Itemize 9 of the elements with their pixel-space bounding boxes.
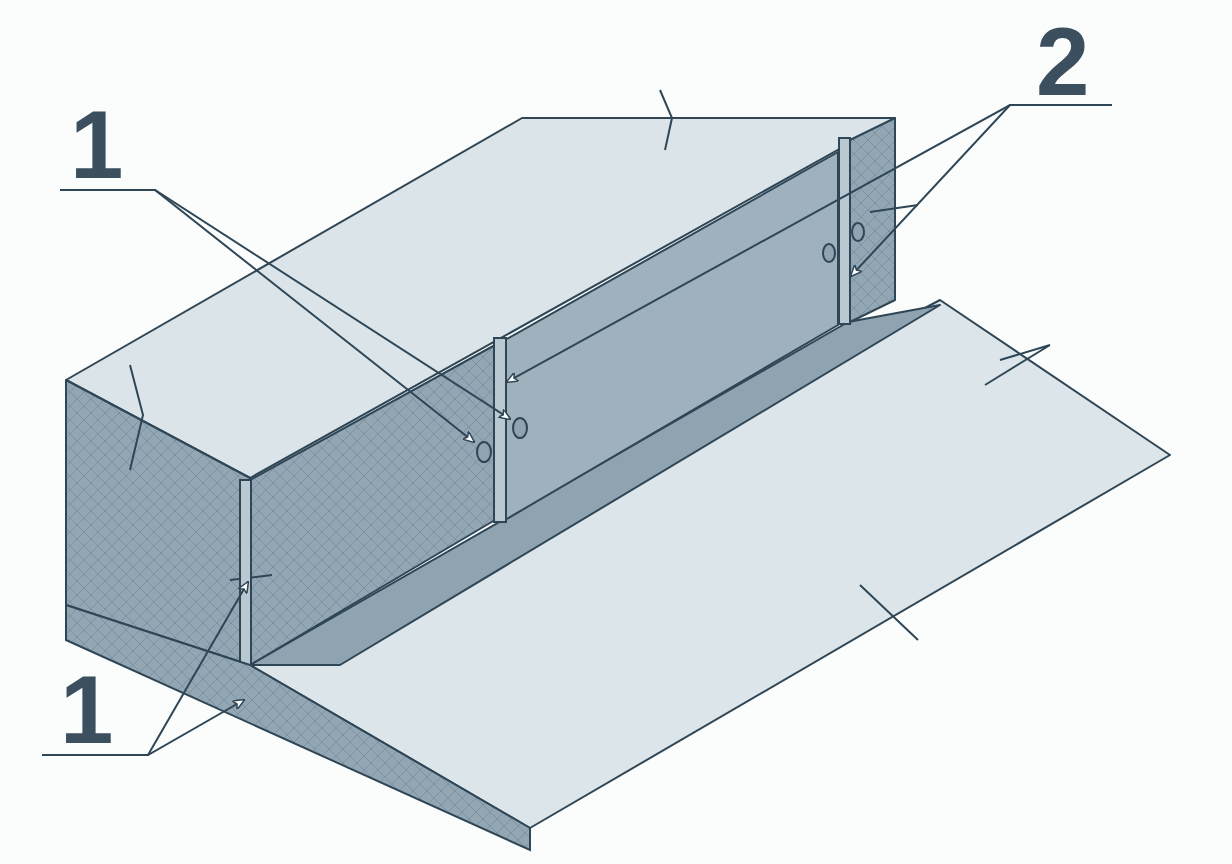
joint-gap <box>239 479 252 667</box>
joint-gap <box>838 137 851 325</box>
callout-number: 1 <box>60 670 114 750</box>
joint-gap <box>493 337 507 523</box>
leader-line <box>849 104 1113 278</box>
bolt-hole <box>512 417 528 439</box>
callout-number: 2 <box>1036 22 1090 102</box>
bolt-hole <box>476 441 492 463</box>
callout-number: 1 <box>70 105 124 185</box>
